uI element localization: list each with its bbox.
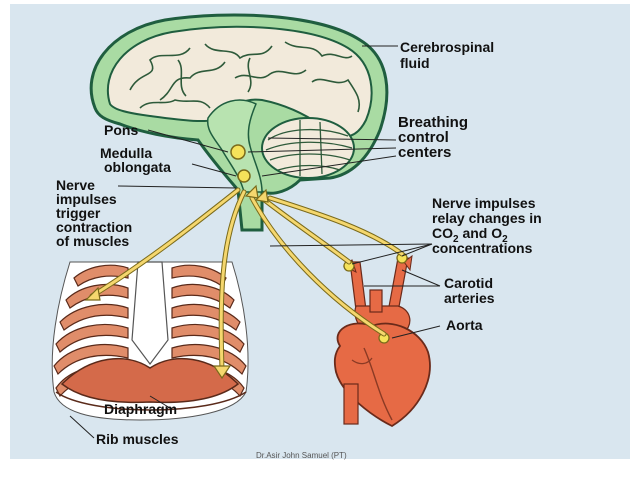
label-of-muscles: of muscles xyxy=(56,233,130,249)
rib-cage xyxy=(51,261,249,421)
label-diaphragm: Diaphragm xyxy=(104,401,178,417)
nerve-to-diaphragm xyxy=(219,190,246,372)
leader-lines xyxy=(69,45,441,439)
label-centers: centers xyxy=(398,144,452,161)
costal-margin xyxy=(55,391,247,411)
label-fluid: fluid xyxy=(400,55,430,71)
brachiocephalic-vessel xyxy=(369,289,383,313)
label-co2-o2: CO2 and O2 xyxy=(432,226,508,247)
arrow-diaphragm xyxy=(212,365,232,380)
label-relay-changes: relay changes in xyxy=(432,210,542,226)
co-subscript: 2 xyxy=(453,233,459,245)
label-control: control xyxy=(398,129,449,146)
arrow-carotid-in xyxy=(254,188,269,203)
nerve-from-left-carotid xyxy=(260,196,351,264)
label-nerve: Nerve xyxy=(56,177,95,193)
label-nerve-impulses: Nerve impulses xyxy=(432,195,536,211)
diaphragm-muscle xyxy=(60,357,240,404)
label-contraction: contraction xyxy=(56,219,133,235)
brain xyxy=(89,13,389,232)
author-credit: Dr.Asir John Samuel (PT) xyxy=(256,451,347,460)
arrow-rib xyxy=(84,286,101,301)
arrow-aorta-in xyxy=(244,184,259,199)
cerebellum xyxy=(261,117,355,179)
descending-aorta xyxy=(343,383,359,425)
label-concentrations: concentrations xyxy=(432,240,533,256)
label-carotid: Carotid xyxy=(444,275,493,291)
nerve-arrowheads xyxy=(84,184,269,380)
label-arteries: arteries xyxy=(444,290,495,306)
brain-gyri xyxy=(129,41,361,113)
and-o-text: and O xyxy=(458,225,503,241)
nerve-from-aorta xyxy=(250,196,386,336)
label-rib-muscles: Rib muscles xyxy=(96,431,179,447)
co-text: CO xyxy=(432,225,453,241)
label-impulses: impulses xyxy=(56,191,117,207)
nerve-pathways xyxy=(89,187,405,373)
label-pons: Pons xyxy=(104,122,139,138)
medulla-center xyxy=(237,169,251,183)
label-trigger: trigger xyxy=(56,205,101,221)
label-medulla: Medulla xyxy=(100,145,153,161)
pons-center xyxy=(230,144,246,160)
label-breathing: Breathing xyxy=(398,114,469,131)
label-oblongata: oblongata xyxy=(104,159,171,175)
nerve-to-rib-muscles xyxy=(90,188,240,298)
nerve-from-right-carotid xyxy=(268,196,404,256)
sternum xyxy=(131,261,169,365)
o-subscript: 2 xyxy=(502,233,508,245)
label-aorta: Aorta xyxy=(446,317,483,333)
heart-and-arteries xyxy=(333,252,431,428)
label-cerebrospinal: Cerebrospinal xyxy=(400,39,495,55)
